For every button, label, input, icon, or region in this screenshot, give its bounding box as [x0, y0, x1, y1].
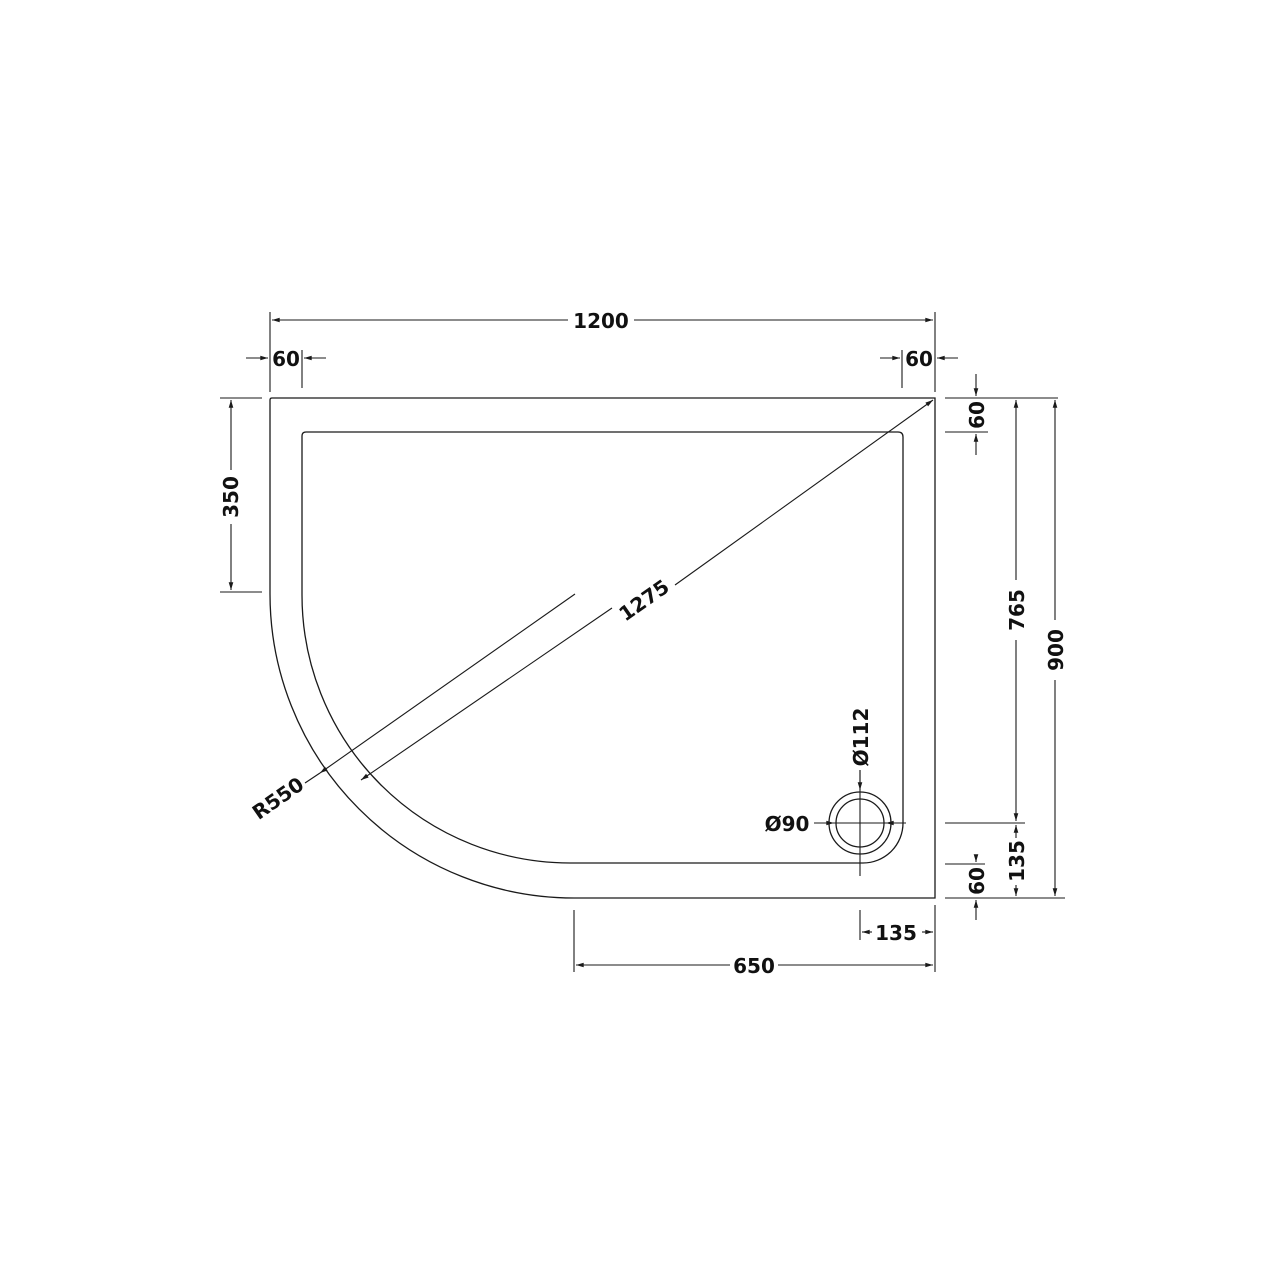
dim-radius: R550	[248, 772, 309, 824]
dim-overall-width: 1200	[573, 309, 629, 333]
tray-inner-outline	[301, 431, 904, 864]
dim-diagonal: 1275	[614, 574, 673, 626]
dim-waste-outer-diameter: Ø112	[849, 708, 873, 767]
dim-waste-offset-horizontal: 135	[875, 921, 917, 945]
tray-outer-outline	[269, 397, 936, 899]
dim-straight-left-edge: 350	[219, 476, 243, 518]
dim-left-rim: 60	[272, 347, 300, 371]
dim-top-rim: 60	[965, 401, 989, 429]
dim-inner-height: 765	[1005, 589, 1029, 631]
dim-straight-bottom-edge: 650	[733, 954, 775, 978]
dim-waste-inner-diameter: Ø90	[765, 812, 810, 836]
dim-right-rim: 60	[905, 347, 933, 371]
dim-waste-offset-vertical: 135	[1005, 840, 1029, 882]
dim-overall-depth: 900	[1044, 629, 1068, 671]
dim-bottom-rim: 60	[965, 867, 989, 895]
